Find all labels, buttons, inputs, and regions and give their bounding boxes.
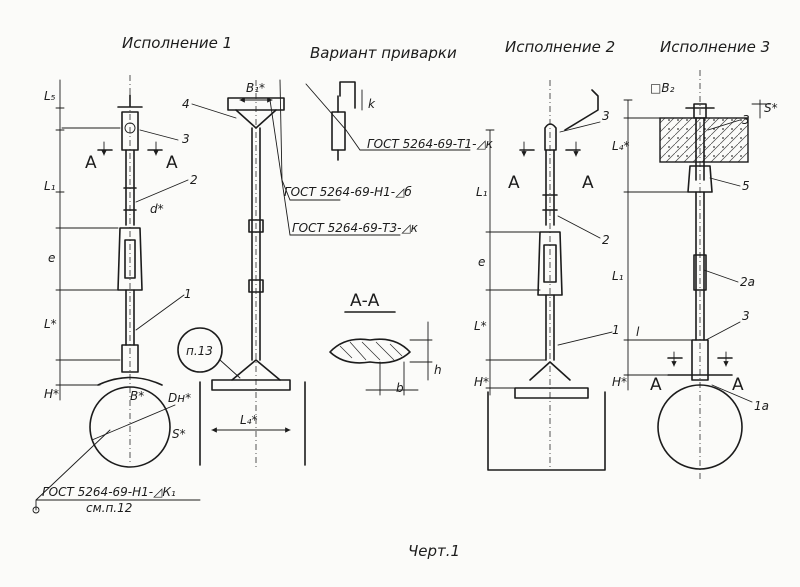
dim-b1-star: B₁* [246,81,265,95]
dim-l4-star: L₄* [240,413,258,427]
callout-2a: 2а [740,275,755,289]
callout-3-v3-low: 3 [742,309,750,323]
figure-caption: Черт.1 [408,542,460,560]
variant-1-side-view [177,80,306,470]
callout-3-v3: 3 [742,113,750,127]
dim-e-v2: e [478,255,485,269]
section-mark-a-right: А [166,153,178,173]
section-mark-a-v3-right: А [732,375,744,395]
dim-h-star: H* [44,387,59,401]
callout-2-v1: 2 [190,173,198,187]
section-a-a [329,311,433,396]
dim-l5: L₅ [44,89,56,103]
variant-3-view [623,70,771,480]
title-welding-variant: Вариант приварки [310,44,457,62]
dim-l-v3: l [636,325,640,339]
variant-2-view [485,80,613,471]
weld-note-t3-k: ГОСТ 5264-69-Т3-◿к [292,221,419,235]
dim-l1-v3: L₁ [612,269,624,283]
dim-l-star-v2: L* [474,319,487,333]
title-variant-2: Исполнение 2 [505,38,615,56]
dim-dn-star: Dн* [168,391,191,405]
section-title: А-А [350,291,380,311]
dim-l4-v3: L₄* [612,139,630,153]
dim-l-star: L* [44,317,57,331]
dim-l1: L₁ [44,179,56,193]
callout-clause-13: п.13 [186,344,213,358]
dim-b: b [396,381,404,395]
title-variant-1: Исполнение 1 [122,34,232,52]
section-mark-a-left: А [85,153,97,173]
dim-e: e [48,251,55,265]
welding-variant-detail [269,79,471,236]
dim-s-star-v3: S* [764,101,778,115]
weld-note-t1-k: ГОСТ 5264-69-Т1-◿к [367,137,494,151]
dim-h-star-v2: H* [474,375,489,389]
dim-l1-v2: L₁ [476,185,488,199]
dim-d-star: d* [150,202,164,216]
callout-4: 4 [182,97,190,111]
dim-h-star-v3: H* [612,375,627,389]
callout-2-v2: 2 [602,233,610,247]
section-mark-a-v2-right: А [582,173,594,193]
weld-note-see-clause: см.п.12 [86,501,132,515]
dim-h: h [434,363,442,377]
callout-1a: 1а [754,399,769,413]
dim-k: k [368,97,376,111]
callout-5: 5 [742,179,750,193]
callout-3-v1: 3 [182,132,190,146]
section-mark-a-v2-left: А [508,173,520,193]
dim-b-star: B* [130,389,144,403]
weld-note-h1-k1: ГОСТ 5264-69-Н1-◿К₁ [42,485,176,499]
dim-b2: □B₂ [650,81,675,95]
weld-note-h1-b: ГОСТ 5264-69-Н1-◿б [284,185,412,199]
title-variant-3: Исполнение 3 [660,38,770,56]
dim-s-star: S* [172,427,186,441]
callout-1-v1: 1 [184,287,192,301]
callout-3-v2: 3 [602,109,610,123]
variant-1-front-view [55,75,176,468]
section-mark-a-v3-left: А [650,375,662,395]
callout-1-v2: 1 [612,323,620,337]
